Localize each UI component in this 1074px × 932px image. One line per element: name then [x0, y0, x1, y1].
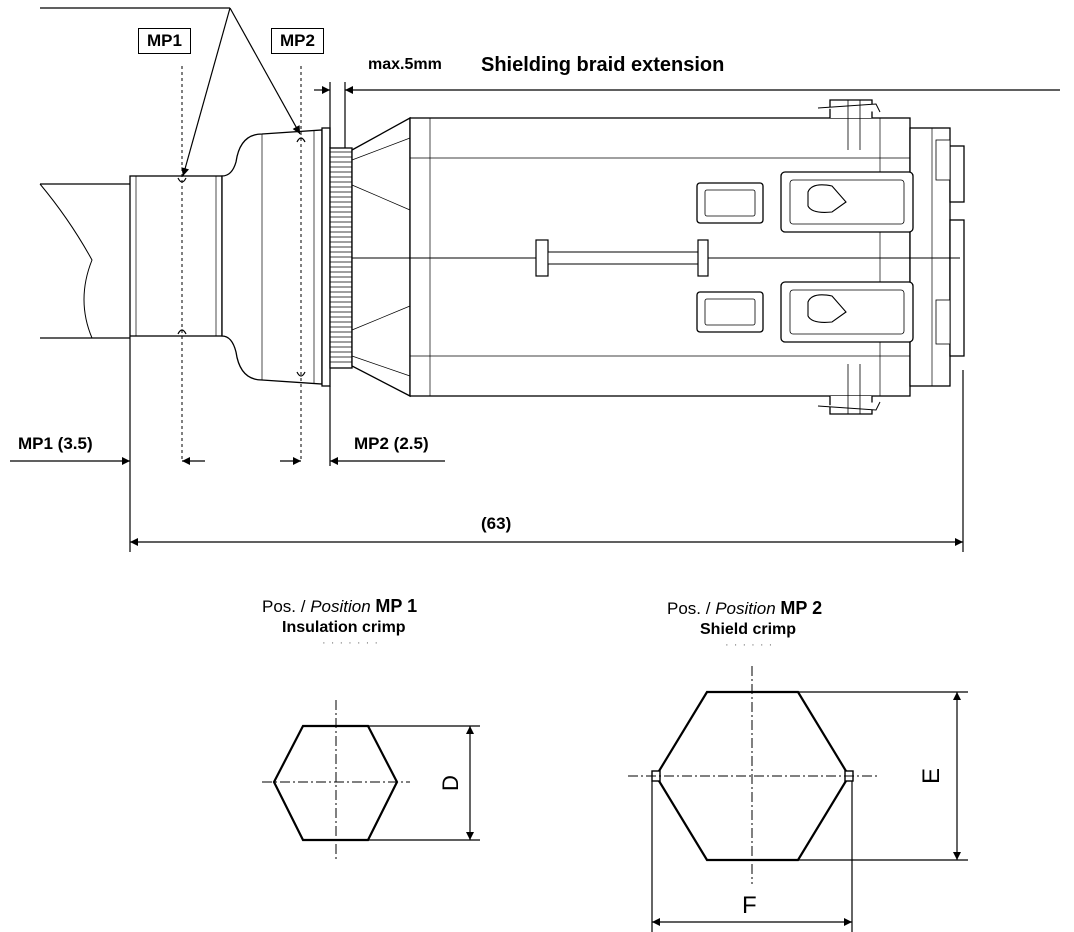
- mp2-dimension-label: MP2 (2.5): [354, 434, 429, 453]
- mp2-label-box: MP2: [271, 28, 324, 54]
- overall-dimension: [130, 370, 964, 552]
- overall-length-label: (63): [481, 514, 512, 533]
- mp1-caption-faint: · · · · · · ·: [322, 637, 379, 649]
- mp1-hexagon-section: [262, 700, 480, 862]
- housing-taper: [351, 116, 411, 398]
- braid-extension-label: Shielding braid extension: [481, 54, 725, 76]
- housing-windows: [696, 171, 914, 343]
- connector-housing: [409, 99, 965, 415]
- max-gap-label: max.5mm: [368, 56, 442, 73]
- mp1-position-heading: Pos. / Position MP 1: [262, 596, 418, 616]
- insulation-ferrule: [129, 175, 223, 337]
- dim-e-label: E: [918, 767, 946, 785]
- mp1-caption: Insulation crimp: [282, 619, 406, 636]
- mp2-position-heading: Pos. / Position MP 2: [667, 598, 823, 618]
- mp2-caption: Shield crimp: [700, 621, 797, 638]
- collar-ring: [321, 127, 353, 387]
- mp2-caption-faint: · · · · · ·: [725, 639, 774, 651]
- cable: [39, 183, 130, 339]
- mp1-label-box: MP1: [138, 28, 191, 54]
- dim-d-label: D: [437, 775, 463, 791]
- leader-lines: [40, 7, 301, 177]
- center-axis: [352, 239, 960, 277]
- braid-gap-dimension: [314, 82, 1060, 148]
- mp-dimensions: [10, 336, 445, 552]
- dim-f-label: F: [742, 892, 757, 919]
- mp1-dimension-label: MP1 (3.5): [18, 434, 93, 453]
- shield-crimp-body: [221, 129, 323, 385]
- mp2-hexagon-section: [628, 666, 968, 932]
